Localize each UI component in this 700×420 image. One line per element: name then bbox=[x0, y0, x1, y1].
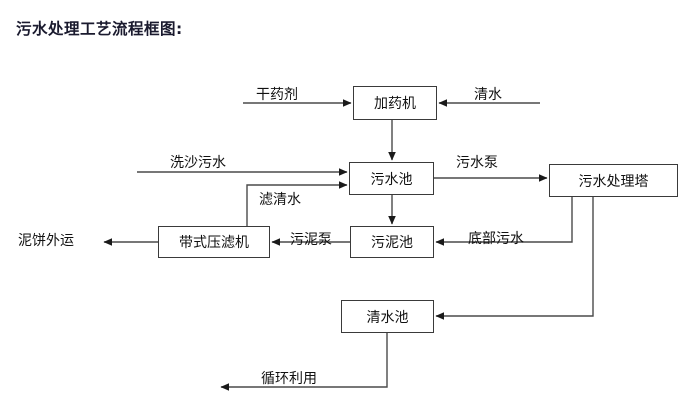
node-label: 加药机 bbox=[374, 96, 416, 112]
node-sludge-pool[interactable]: 污泥池 bbox=[350, 226, 434, 258]
edge-label-sludge-pump: 污泥泵 bbox=[290, 232, 332, 248]
node-label: 污水池 bbox=[370, 171, 413, 188]
edge-label-recycling-reuse: 循环利用 bbox=[261, 371, 317, 387]
node-clear-water-pool[interactable]: 清水池 bbox=[341, 300, 434, 333]
edge-label-bottom-wastewater: 底部污水 bbox=[468, 231, 524, 247]
node-label: 带式压滤机 bbox=[179, 235, 249, 251]
node-label: 清水池 bbox=[366, 309, 409, 326]
node-treatment-tower[interactable]: 污水处理塔 bbox=[549, 164, 678, 197]
node-label: 污水处理塔 bbox=[578, 173, 649, 190]
node-dosing-machine[interactable]: 加药机 bbox=[353, 86, 437, 120]
node-label: 污泥池 bbox=[371, 235, 413, 251]
edge-label-wastewater-pump: 污水泵 bbox=[456, 155, 498, 171]
page-title: 污水处理工艺流程框图: bbox=[16, 20, 183, 38]
node-wastewater-pool[interactable]: 污水池 bbox=[349, 162, 434, 195]
edge-label-mud-cake-transport: 泥饼外运 bbox=[18, 233, 74, 249]
edge-label-dry-agent: 干药剂 bbox=[256, 87, 298, 103]
edge-label-filtered-clear-water: 滤清水 bbox=[259, 192, 301, 208]
node-belt-filter-press[interactable]: 带式压滤机 bbox=[158, 226, 270, 258]
edge-label-clean-water: 清水 bbox=[474, 87, 502, 103]
edge-label-sand-wash-wastewater: 洗沙污水 bbox=[170, 155, 226, 171]
